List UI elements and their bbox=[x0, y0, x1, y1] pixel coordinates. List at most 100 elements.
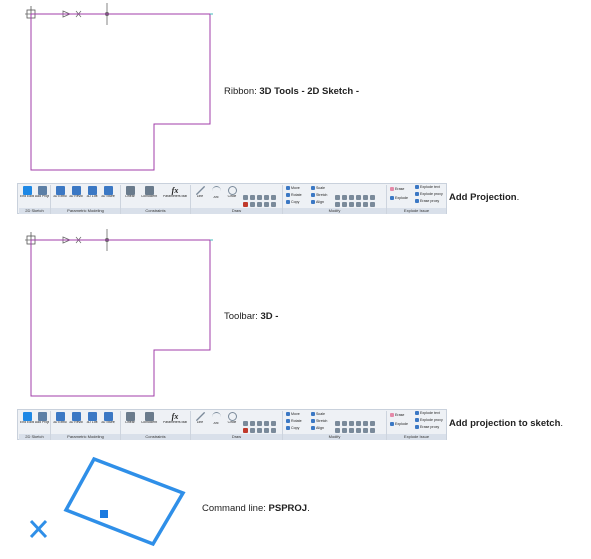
ribbon-group-draw: Line Arc Circle Draw bbox=[191, 185, 283, 214]
group-label: Constraints bbox=[121, 208, 190, 214]
coincident-button[interactable]: Coincident bbox=[139, 412, 159, 425]
explode-proxy-button[interactable]: Explode proxy bbox=[415, 418, 443, 423]
linear-button[interactable]: Linear bbox=[123, 186, 137, 199]
stretch-icon bbox=[311, 193, 315, 198]
fx-icon: fx bbox=[171, 186, 179, 195]
ribbon-group-2d-sketch: End Editing Add Projection 2D Sketch bbox=[19, 185, 51, 214]
end-editing-button[interactable]: End Editing bbox=[20, 186, 34, 199]
line-icon bbox=[195, 186, 205, 195]
extrude-icon bbox=[55, 186, 65, 195]
selected-rectangle bbox=[63, 456, 186, 547]
erase-proxy-button[interactable]: Erase proxy bbox=[415, 199, 439, 204]
explode-text-button[interactable]: Explode text bbox=[415, 185, 440, 190]
explode-button[interactable]: Explode bbox=[390, 422, 408, 427]
arc-icon bbox=[211, 186, 221, 196]
loft-button[interactable]: 3D Loft bbox=[85, 186, 99, 199]
revolve-button[interactable]: 3D Revolve bbox=[69, 412, 83, 425]
explode-proxy-button[interactable]: Explode proxy bbox=[415, 192, 443, 197]
group-label: 2D Sketch bbox=[19, 434, 50, 440]
circle-button[interactable]: Circle bbox=[225, 412, 239, 425]
stretch-button[interactable]: Stretch bbox=[311, 193, 327, 198]
extrude-button[interactable]: 3D Extrude bbox=[53, 186, 67, 199]
sketch-outline bbox=[25, 229, 213, 397]
add-projection-button[interactable]: Add Projection bbox=[35, 186, 49, 199]
line-button[interactable]: Line bbox=[193, 186, 207, 199]
end-editing-button[interactable]: End Editing bbox=[20, 412, 34, 425]
rotate-icon bbox=[286, 419, 290, 424]
caption-prefix: Command line: bbox=[202, 503, 269, 514]
projection-selection-graphic bbox=[29, 456, 186, 547]
draw-tools-row bbox=[243, 187, 278, 200]
explode-button[interactable]: Explode bbox=[390, 196, 408, 201]
align-icon bbox=[311, 426, 315, 431]
step-instruction: Add Projection. bbox=[449, 192, 520, 203]
erase-button[interactable]: Erase bbox=[390, 187, 404, 192]
align-icon bbox=[311, 200, 315, 205]
linear-dimension-icon bbox=[125, 412, 135, 421]
add-projection-button[interactable]: Add Projection bbox=[35, 412, 49, 425]
sweep-icon bbox=[103, 412, 113, 421]
group-label: Constraints bbox=[121, 434, 190, 440]
arc-button[interactable]: Arc bbox=[209, 412, 223, 426]
modify-tools-row bbox=[335, 413, 377, 426]
revolve-button[interactable]: 3D Revolve bbox=[69, 186, 83, 199]
erase-proxy-icon bbox=[415, 199, 419, 204]
checkmark-icon bbox=[22, 412, 32, 421]
group-label: Parametric Modeling bbox=[51, 208, 120, 214]
ribbon-group-parametric: 3D Extrude 3D Revolve 3D Loft 3D Sweep P… bbox=[51, 185, 121, 214]
caption-prefix: Ribbon: bbox=[224, 86, 260, 97]
loft-icon bbox=[87, 412, 97, 421]
step-caption: Ribbon: 3D Tools - 2D Sketch - bbox=[224, 86, 359, 97]
explode-text-icon bbox=[415, 185, 419, 190]
copy-button[interactable]: Copy bbox=[286, 426, 299, 431]
line-button[interactable]: Line bbox=[193, 412, 207, 425]
fx-icon: fx bbox=[171, 412, 179, 421]
sweep-button[interactable]: 3D Sweep bbox=[101, 412, 115, 425]
extrude-button[interactable]: 3D Extrude bbox=[53, 412, 67, 425]
stretch-button[interactable]: Stretch bbox=[311, 419, 327, 424]
erase-button[interactable]: Erase bbox=[390, 413, 404, 418]
copy-icon bbox=[286, 426, 290, 431]
modify-tools-row bbox=[335, 420, 377, 433]
command-name: PSPROJ bbox=[268, 503, 308, 514]
linear-dimension-icon bbox=[125, 186, 135, 195]
loft-button[interactable]: 3D Loft bbox=[85, 412, 99, 425]
coincident-button[interactable]: Coincident bbox=[139, 186, 159, 199]
align-button[interactable]: Align bbox=[311, 426, 324, 431]
rotate-button[interactable]: Rotate bbox=[286, 193, 302, 198]
move-button[interactable]: Move bbox=[286, 186, 300, 191]
explode-proxy-icon bbox=[415, 192, 419, 197]
sweep-button[interactable]: 3D Sweep bbox=[101, 186, 115, 199]
projection-icon bbox=[37, 186, 47, 195]
ribbon-group-explode-issue: Erase Explode Explode text Explode proxy… bbox=[387, 411, 446, 440]
group-label: 2D Sketch bbox=[19, 208, 50, 214]
erase-proxy-button[interactable]: Erase proxy bbox=[415, 425, 439, 430]
scale-button[interactable]: Scale bbox=[311, 186, 325, 191]
arc-button[interactable]: Arc bbox=[209, 186, 223, 200]
explode-text-icon bbox=[415, 411, 419, 416]
ribbon-group-2d-sketch: End Editing Add Projection 2D Sketch bbox=[19, 411, 51, 440]
circle-icon bbox=[227, 412, 237, 421]
eraser-icon bbox=[390, 413, 394, 418]
linear-button[interactable]: Linear bbox=[123, 412, 137, 425]
align-button[interactable]: Align bbox=[311, 200, 324, 205]
modify-tools-row bbox=[335, 187, 377, 200]
move-button[interactable]: Move bbox=[286, 412, 300, 417]
coincident-icon bbox=[144, 412, 154, 421]
rotate-button[interactable]: Rotate bbox=[286, 419, 302, 424]
checkmark-icon bbox=[22, 186, 32, 195]
copy-button[interactable]: Copy bbox=[286, 200, 299, 205]
explode-text-button[interactable]: Explode text bbox=[415, 411, 440, 416]
ribbon-group-draw: Line Arc Circle Draw bbox=[191, 411, 283, 440]
move-icon bbox=[286, 186, 290, 191]
circle-button[interactable]: Circle bbox=[225, 186, 239, 199]
loft-icon bbox=[87, 186, 97, 195]
sketch-canvas-1 bbox=[0, 0, 220, 171]
caption-prefix: Toolbar: bbox=[224, 311, 261, 322]
step-instruction: Add projection to sketch. bbox=[449, 418, 564, 429]
scale-button[interactable]: Scale bbox=[311, 412, 325, 417]
